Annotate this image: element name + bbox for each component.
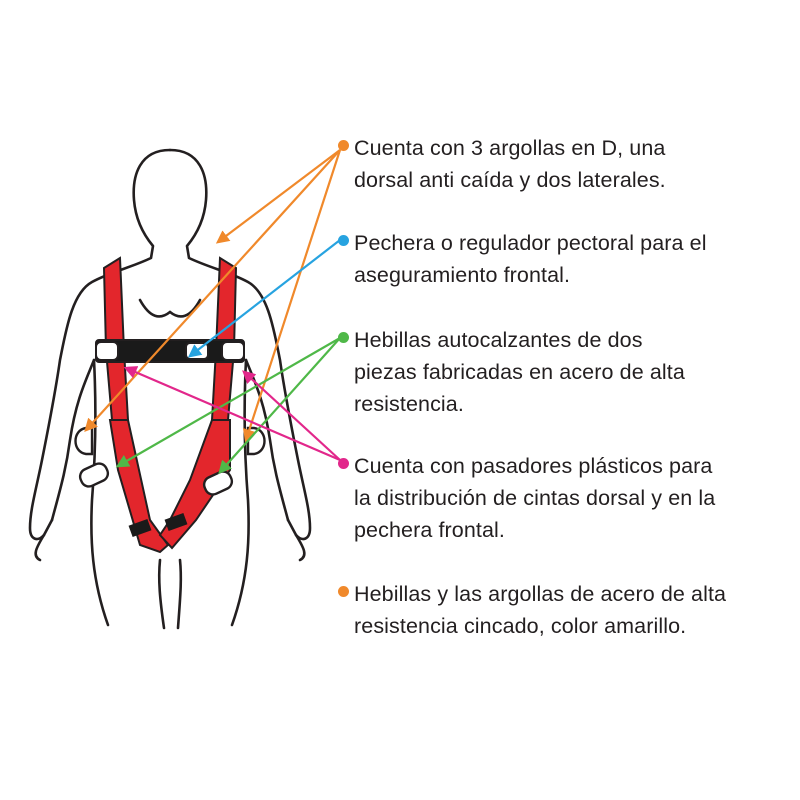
callout-bullet [338, 332, 349, 343]
callout-line: Hebillas autocalzantes de dos [354, 328, 643, 352]
chest-keeper-right [221, 341, 245, 361]
callout-bullet [338, 235, 349, 246]
callout-chest-regulator: Pechera o regulador pectoral para el ase… [338, 227, 788, 291]
callout-line: Cuenta con pasadores plásticos para [354, 454, 713, 478]
chest-keeper-left [95, 341, 119, 361]
callout-line: Cuenta con 3 argollas en D, una [354, 136, 666, 160]
orange-line-to-left-d-ring [84, 149, 341, 432]
callout-line: dorsal anti caída y dos laterales. [354, 168, 666, 192]
magenta-line-to-left-keeper [123, 366, 341, 462]
magenta-leader-lines [123, 366, 341, 462]
callout-steel-hardware: Hebillas y las argollas de acero de alta… [338, 578, 788, 642]
right-crotch-keeper [164, 512, 188, 532]
callout-bullet [338, 458, 349, 469]
callout-bullet [338, 140, 349, 151]
blue-leader-line [187, 239, 341, 358]
callout-line: Hebillas y las argollas de acero de alta [354, 582, 727, 606]
callout-d-rings: Cuenta con 3 argollas en D, una dorsal a… [338, 132, 788, 196]
callout-line: pechera frontal. [354, 518, 505, 542]
magenta-line-to-right-keeper [242, 370, 341, 461]
body-outline [28, 148, 312, 630]
orange-line-to-right-d-ring [242, 149, 342, 443]
callout-line: piezas fabricadas en acero de alta [354, 360, 685, 384]
callout-plastic-keepers: Cuenta con pasadores plásticos para la d… [338, 450, 788, 546]
callout-line: Pechera o regulador pectoral para el [354, 231, 707, 255]
green-line-to-left-buckle [115, 337, 341, 468]
harness [74, 256, 266, 554]
left-crotch-keeper [128, 518, 152, 538]
callout-line: la distribución de cintas dorsal y en la [354, 486, 716, 510]
right-leg-buckle [202, 470, 234, 496]
callout-line: aseguramiento frontal. [354, 263, 571, 287]
callout-self-locking-buckles: Hebillas autocalzantes de dos piezas fab… [338, 324, 788, 420]
callout-line: resistencia cincado, color amarillo. [354, 614, 687, 638]
callout-line: resistencia. [354, 392, 464, 416]
left-leg-strap [108, 419, 170, 554]
orange-leader-lines [84, 149, 342, 443]
left-d-ring [74, 426, 94, 456]
left-leg-buckle [78, 462, 110, 488]
callout-bullet [338, 586, 349, 597]
orange-line-to-dorsal [215, 149, 341, 244]
